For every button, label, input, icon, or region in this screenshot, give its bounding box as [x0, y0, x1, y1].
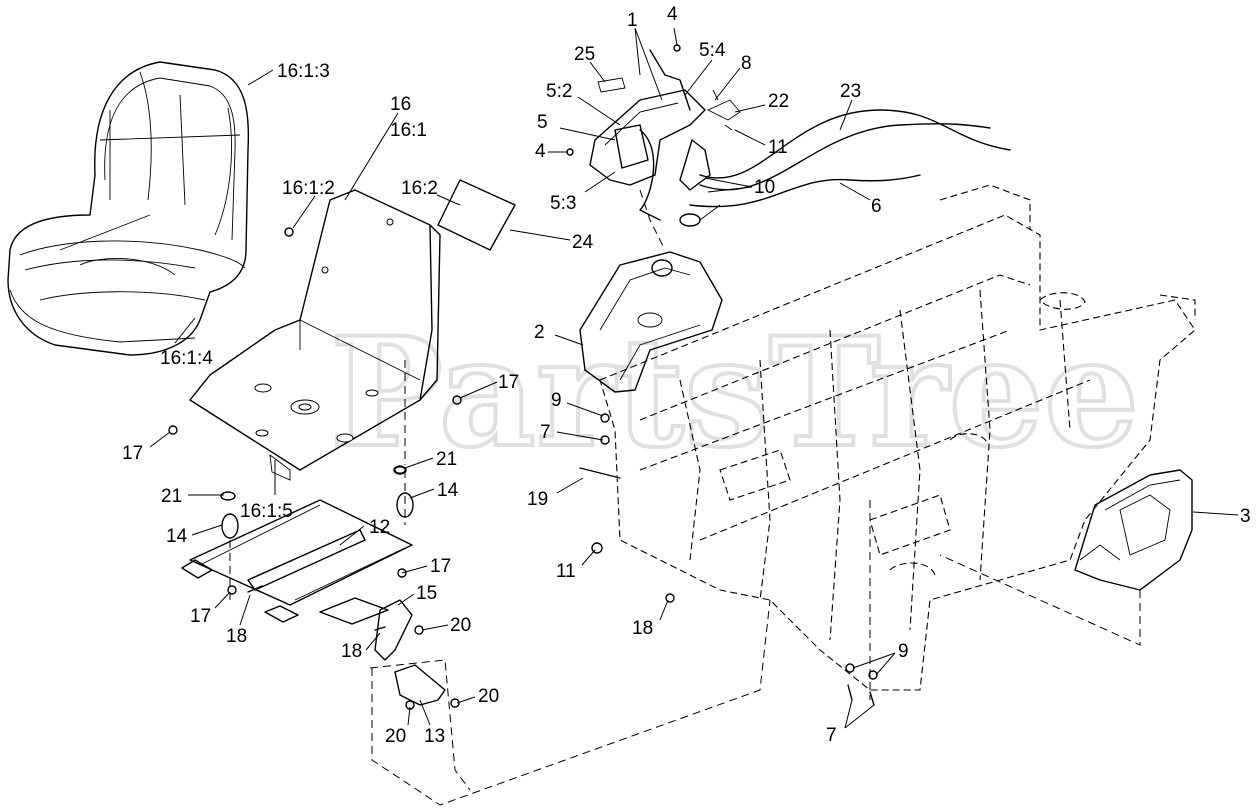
callout-20-right: 20 [478, 686, 499, 707]
callout-19: 19 [527, 489, 548, 510]
label-plate-part [437, 179, 516, 251]
seat-pan-part [189, 189, 441, 481]
callout-21-left: 21 [161, 486, 182, 507]
callout-17-seat-left: 17 [122, 443, 143, 464]
callout-17-left-lower: 17 [190, 606, 211, 627]
control-cable-part [689, 109, 1011, 208]
lever-assembly-part [589, 49, 741, 227]
callout-6: 6 [871, 196, 882, 217]
callout-25: 25 [574, 44, 595, 65]
callout-24: 24 [572, 232, 594, 253]
callout-13: 13 [424, 726, 445, 747]
seat-suspension-part [181, 466, 446, 706]
control-console-part [579, 251, 723, 393]
callout-5-4: 5:4 [699, 40, 726, 61]
callout-16: 16 [390, 94, 411, 115]
callout-labels: 16:1:3 16 16:1 16:1:2 16:2 24 16:1:4 17 … [122, 4, 1251, 747]
callout-16-1-3: 16:1:3 [277, 61, 330, 82]
callout-21-right: 21 [436, 449, 457, 470]
callout-16-1: 16:1 [390, 120, 427, 141]
callout-8: 8 [741, 53, 752, 74]
callout-4-left: 4 [535, 141, 546, 162]
chassis-frame-part [599, 184, 1196, 691]
callout-20-bottom: 20 [385, 726, 406, 747]
callout-4-top: 4 [667, 4, 678, 25]
callout-17-seat-right: 17 [498, 372, 519, 393]
callout-1: 1 [627, 10, 638, 31]
callout-5-3: 5:3 [550, 193, 576, 214]
callout-18-mid: 18 [341, 641, 362, 662]
callout-20-upper: 20 [450, 615, 471, 636]
callout-16-1-5: 16:1:5 [240, 501, 293, 522]
callout-9-lower: 9 [898, 641, 909, 662]
callout-9-upper: 9 [551, 390, 562, 411]
callout-12: 12 [369, 517, 390, 538]
callout-3: 3 [1240, 506, 1251, 527]
leader-lines [149, 27, 1239, 729]
right-console-part [1074, 469, 1193, 591]
seat-cushion-part [7, 61, 250, 356]
callout-16-2: 16:2 [401, 178, 438, 199]
callout-16-1-2: 16:1:2 [282, 178, 335, 199]
callout-22: 22 [768, 91, 789, 112]
callout-18-lower: 18 [632, 618, 653, 639]
callout-7-upper: 7 [540, 422, 551, 443]
callout-17-right-lower: 17 [430, 556, 451, 577]
callout-11-upper: 11 [768, 137, 788, 158]
watermark-text: PartsTree [330, 305, 1139, 481]
callout-10: 10 [754, 177, 775, 198]
callout-5: 5 [537, 112, 548, 133]
callout-16-1-4: 16:1:4 [160, 348, 213, 369]
callout-2: 2 [534, 322, 545, 343]
callout-18-left: 18 [226, 626, 247, 647]
callout-14-right: 14 [437, 480, 459, 501]
callout-15: 15 [416, 583, 437, 604]
callout-11-lower: 11 [556, 561, 576, 582]
callout-5-2: 5:2 [546, 81, 572, 102]
callout-23: 23 [840, 81, 861, 102]
callout-7-lower: 7 [826, 725, 837, 746]
callout-14-left: 14 [166, 526, 188, 547]
